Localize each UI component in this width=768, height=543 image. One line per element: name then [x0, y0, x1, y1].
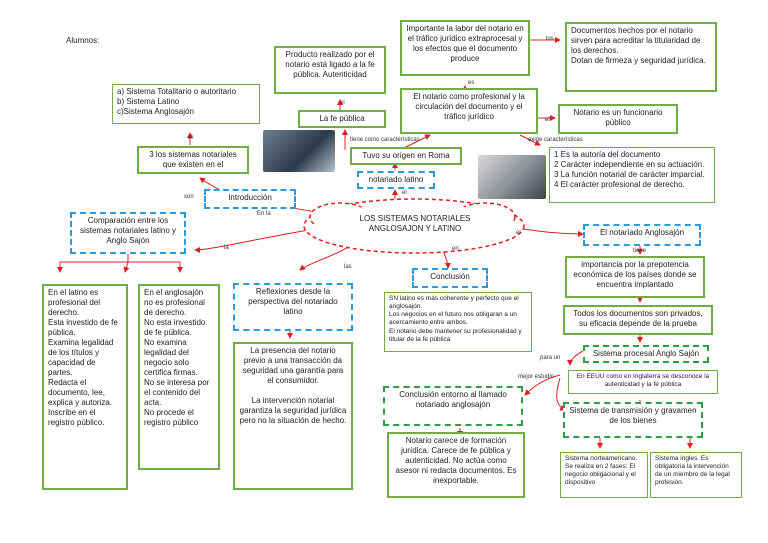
- procesal-box: Sistema procesal Anglo Sajón: [583, 345, 709, 363]
- center-title: LOS SISTEMAS NOTARIALES ANGLOSAJON Y LAT…: [359, 214, 471, 233]
- sn-latino-box: SN latino es más coherente y perfecto qu…: [384, 292, 532, 352]
- conn-en: en: [452, 246, 459, 252]
- profesional-box: El notario como profesional y la circula…: [400, 88, 538, 134]
- carece-box: Notario carece de formación jurídica. Ca…: [387, 432, 525, 498]
- sistemas-list-box: a) Sistema Totalitario o autoritario b) …: [112, 84, 260, 124]
- funcionario-box: Notario es un funcionario público: [558, 104, 678, 134]
- conn-las: las: [344, 264, 352, 270]
- presencia-box: La presencia del notario previo a una tr…: [233, 342, 353, 490]
- conn-el-4: el: [402, 190, 407, 196]
- document-signing-photo: [263, 130, 335, 172]
- conn-el-5: el: [516, 230, 521, 236]
- conn-tiene: tiene: [633, 248, 647, 254]
- introduccion-box: Introducción: [204, 189, 296, 209]
- conn-tiene-car: tiene como características: [350, 137, 420, 143]
- conn-para-un: para un: [540, 355, 561, 361]
- eeuu-box: En EEUU como en Inglaterra se desconoce …: [568, 370, 718, 394]
- anglosajon-box: El notariado Anglosajón: [583, 224, 701, 246]
- ingles-box: Sistema ingles. Es obligatoria la interv…: [650, 452, 742, 498]
- conn-la: la: [224, 245, 229, 251]
- handshake-photo: [478, 155, 546, 199]
- conclusion-entorno-box: Conclusión entorno al llamado notariado …: [383, 386, 523, 426]
- conn-exige-car: exige características: [528, 137, 583, 143]
- center-cloud: [303, 198, 525, 254]
- conn-los: los: [546, 36, 554, 42]
- conn-mejor-estudio: mejor estudio: [518, 374, 555, 380]
- importante-box: Importante la labor del notario en el tr…: [400, 20, 530, 76]
- comparacion-box: Comparación entre los sistemas notariale…: [70, 212, 186, 254]
- conn-es: es: [468, 80, 475, 86]
- conclusion-box: Conclusión: [412, 268, 488, 288]
- origen-box: Tuvo su origen en Roma: [350, 147, 462, 165]
- documentos-box: Documentos hechos por el notario sirven …: [565, 22, 717, 92]
- anglo-column: En el anglosajón no es profesional de de…: [138, 284, 220, 470]
- reflexiones-box: Reflexiones desde la perspectiva del not…: [233, 283, 353, 331]
- importancia-box: importancia por la prepotencia económica…: [565, 256, 705, 298]
- conn-en-la: En la: [257, 211, 271, 217]
- transmision-box: Sistema de transmisión y gravamen de los…: [563, 402, 703, 438]
- conn-el-1: el: [340, 100, 345, 106]
- producto-box: Producto realizado por el notario está l…: [274, 46, 386, 94]
- privados-box: Todos los documentos son privados, su ef…: [563, 305, 713, 335]
- caracteristicas-box: 1 Es la autoría del documento 2 Carácter…: [549, 147, 715, 203]
- notariado-latino-box: notariado latino: [357, 171, 435, 189]
- tres-sistemas-box: 3 los sistemas notariales que existen en…: [137, 146, 249, 174]
- latino-column: En el latino es profesional del derecho.…: [42, 284, 128, 490]
- fe-publica-box: La fe pública: [298, 110, 386, 128]
- conn-el-3: el: [545, 117, 550, 123]
- norteamericano-box: Sistema norteamericano. Se realiza en 2 …: [560, 452, 648, 498]
- header-label: Alumnos:: [66, 36, 100, 45]
- conn-el-2: el: [188, 135, 193, 141]
- conn-son: son: [184, 194, 194, 200]
